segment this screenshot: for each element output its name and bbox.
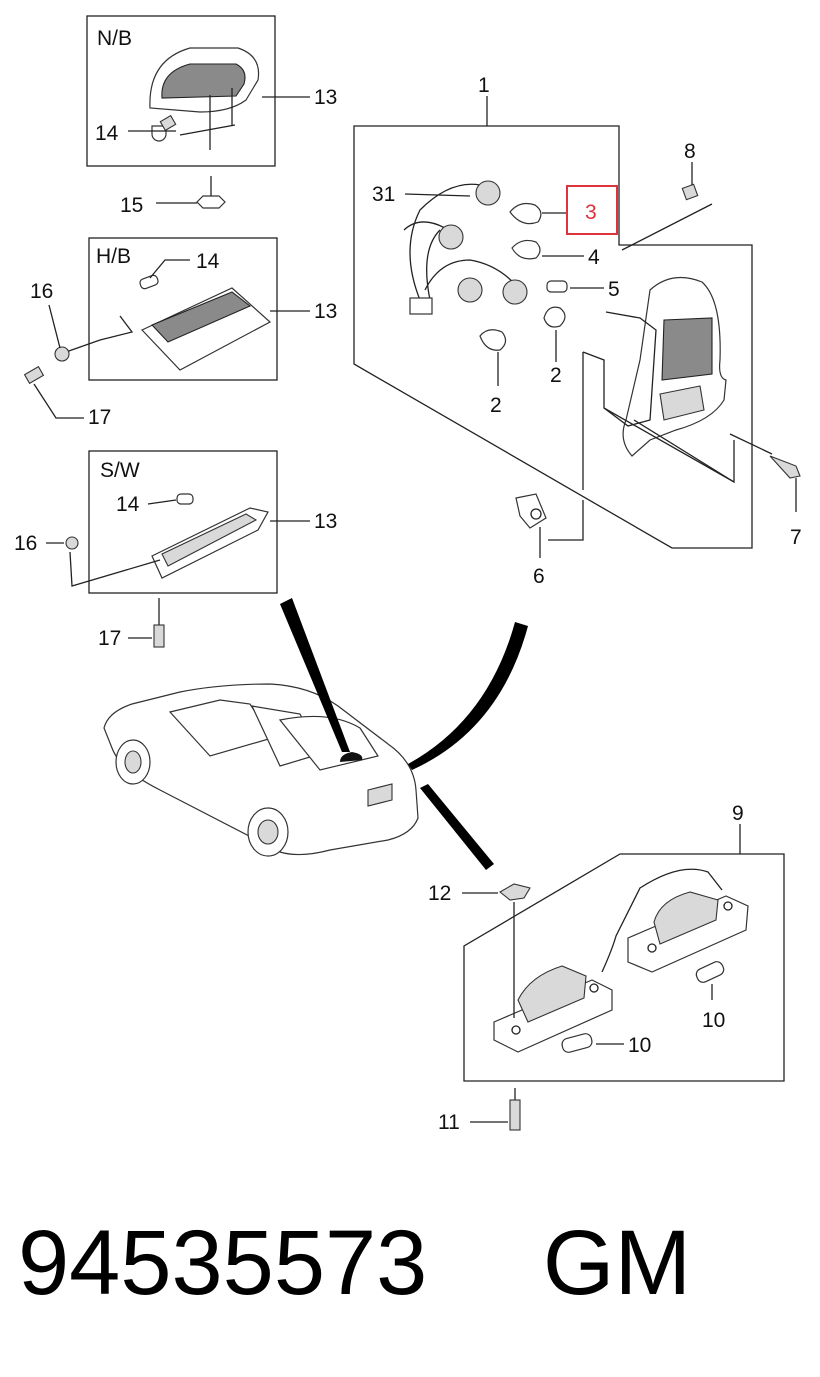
clip-12-icon	[499, 883, 531, 901]
callout-16-hb: 16	[30, 280, 53, 303]
callout-9: 9	[732, 802, 744, 825]
callout-10-right: 10	[702, 1009, 725, 1032]
callout-12: 12	[428, 882, 451, 905]
screw-8-icon	[681, 183, 699, 201]
callout-13-hb: 13	[314, 300, 337, 323]
callout-6: 6	[533, 565, 545, 588]
footer: 94535573 GM	[18, 1208, 808, 1318]
bulb-2-icon	[543, 306, 566, 328]
callout-10-left: 10	[628, 1034, 651, 1057]
callout-14-sw: 14	[116, 493, 140, 516]
callout-17-hb: 17	[88, 406, 111, 429]
callout-31: 31	[372, 183, 395, 206]
bulb-4-icon	[511, 239, 541, 260]
callout-2-right: 2	[550, 364, 562, 387]
sw-clip-icon	[65, 536, 79, 550]
clip-icon	[54, 346, 70, 362]
socket-icon	[475, 180, 501, 206]
hb-lamp-lens	[151, 291, 252, 343]
hb-group: H/B 14 13 16 17	[23, 237, 337, 429]
bulb-2-icon	[479, 329, 507, 351]
callout-14-hb: 14	[196, 250, 220, 273]
sw-box	[88, 450, 278, 594]
clip-6-icon	[515, 493, 547, 529]
highlight-box	[566, 185, 618, 235]
license-lamp-right	[627, 895, 749, 973]
sw-box-label: S/W	[100, 459, 140, 482]
rear-lamp-group: 1 31 3 4 5 2 2 8	[353, 74, 802, 588]
sw-bulb-icon	[176, 493, 194, 505]
nb-group: N/B 13 14 15	[86, 15, 337, 217]
sw-screw-icon	[153, 624, 165, 648]
nb-lamp-lens	[161, 63, 246, 99]
socket-icon	[457, 277, 483, 303]
bulb-5-icon	[546, 280, 568, 293]
brand-name: GM	[542, 1212, 692, 1314]
hb-box-label: H/B	[96, 245, 131, 268]
hb-bulb-icon	[139, 274, 159, 290]
callout-3: 3	[585, 201, 597, 224]
callout-17-sw: 17	[98, 627, 121, 650]
callout-2-left: 2	[490, 394, 502, 417]
bulb-10-icon	[695, 961, 725, 983]
screw-11-icon	[509, 1099, 521, 1131]
gasket-outline	[603, 311, 657, 427]
license-lamp-group: 9 10 10 12 11	[428, 802, 785, 1134]
lamp-lens-grid	[661, 317, 713, 381]
nut-icon	[196, 195, 226, 209]
callout-7: 7	[790, 526, 802, 549]
sw-group: S/W 14 13 16 17	[14, 450, 337, 650]
assembly-outline	[353, 96, 753, 549]
callout-13-sw: 13	[314, 510, 337, 533]
car-illustration	[103, 598, 528, 870]
callout-1: 1	[478, 74, 490, 97]
nb-box	[86, 15, 276, 167]
pointer-wedge	[408, 622, 528, 770]
car-high-mount-marker	[340, 752, 363, 762]
bulb-3-icon	[509, 202, 542, 225]
callout-13-nb: 13	[314, 86, 337, 109]
socket-icon	[438, 224, 464, 250]
pointer-wedge	[420, 784, 494, 870]
callout-11: 11	[438, 1111, 460, 1134]
license-cable	[601, 868, 723, 973]
screw-icon	[23, 365, 45, 385]
part-number: 94535573	[18, 1212, 428, 1314]
screw-7-icon	[769, 455, 801, 479]
callout-16-sw: 16	[14, 532, 37, 555]
nb-box-label: N/B	[97, 27, 132, 50]
callout-5: 5	[608, 278, 620, 301]
bulb-10-icon	[561, 1033, 593, 1053]
license-assembly-outline	[463, 824, 785, 1082]
hb-box	[88, 237, 278, 381]
callout-8: 8	[684, 140, 696, 163]
pointer-wedge	[280, 598, 350, 752]
callout-15: 15	[120, 194, 143, 217]
callout-14-nb: 14	[95, 122, 119, 145]
connector-icon	[409, 297, 433, 315]
socket-icon	[502, 279, 528, 305]
callout-4: 4	[588, 246, 600, 269]
wiring-harness	[403, 183, 521, 313]
